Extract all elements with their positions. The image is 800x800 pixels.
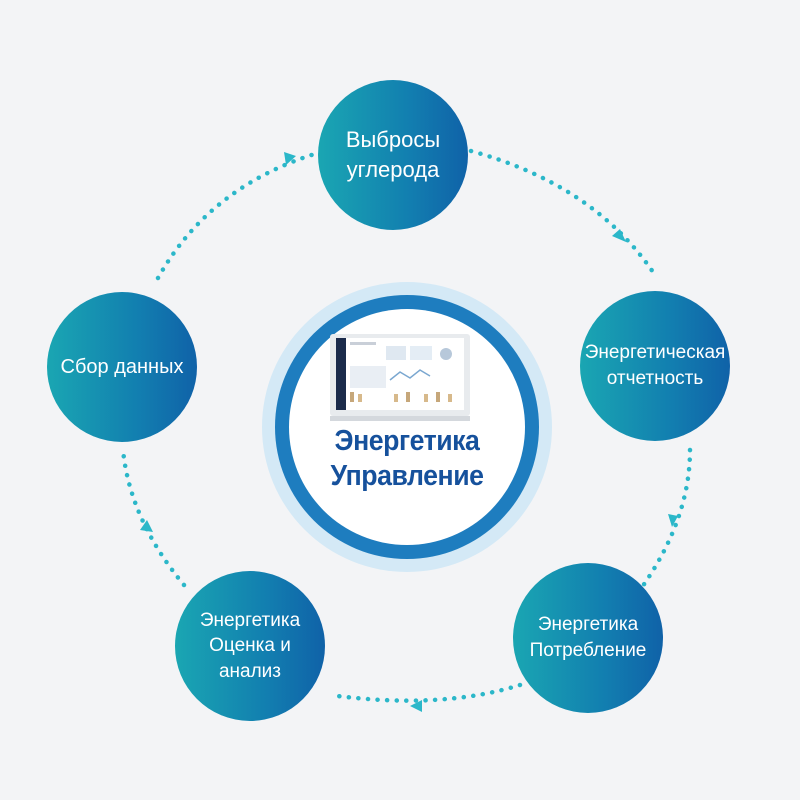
connector-top-left [155, 149, 324, 281]
node-data-collection: Сбор данных [47, 292, 197, 442]
connector-bottom [327, 682, 523, 703]
connector-right [637, 447, 693, 593]
node-label: Энергетика Оценка и анализ [199, 609, 301, 682]
arrow-head-2 [612, 229, 626, 242]
node-label: Сбор данных [60, 355, 184, 378]
arrow-head-4 [410, 700, 422, 712]
node-carbon-emissions: Выбросы углерода [318, 80, 468, 230]
node-energy-consumption: Энергетика Потребление [513, 563, 663, 713]
node-label: Энергетика Потребление [529, 614, 647, 661]
center-title: Энергетика Управление [330, 425, 484, 493]
node-energy-evaluation: Энергетика Оценка и анализ [175, 571, 325, 721]
node-label: Энергетическая отчетность [584, 342, 726, 389]
arrow-head-5 [140, 520, 153, 532]
laptop-dashboard-icon [330, 334, 470, 421]
connector-top-right [468, 148, 658, 278]
arrow-head-3 [668, 514, 678, 527]
node-label: Выбросы углерода [345, 127, 441, 182]
arrow-head-1 [284, 152, 296, 165]
connector-left [120, 447, 187, 588]
node-energy-reporting: Энергетическая отчетность [580, 291, 730, 441]
